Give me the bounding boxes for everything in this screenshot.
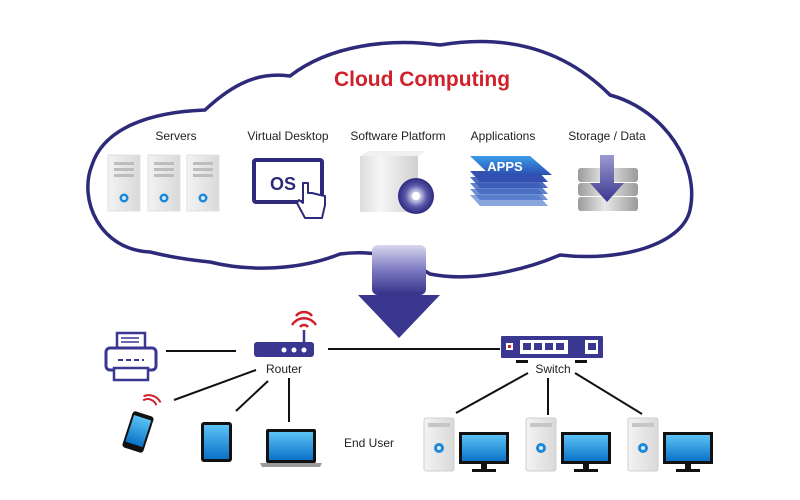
service-label-servers: Servers [155, 129, 196, 143]
pointing-hand-icon [296, 182, 326, 219]
apps-stack-icon: APPS [470, 156, 552, 206]
service-label-software-platform: Software Platform [350, 129, 445, 143]
laptop-icon [260, 429, 322, 467]
wifi-icon [290, 316, 318, 326]
tablet-icon [201, 422, 232, 462]
router-label: Router [266, 362, 302, 376]
os-text: OS [270, 174, 296, 194]
link-switch-pc1 [455, 372, 529, 414]
link-switch-pc3 [574, 372, 643, 415]
server-unit [107, 154, 141, 212]
link-router-tablet [235, 380, 269, 412]
network-links [166, 348, 643, 422]
desktop-computer-icon [627, 417, 713, 472]
service-label-storage-data: Storage / Data [568, 129, 646, 143]
apps-text: APPS [487, 159, 523, 174]
cloud-to-network-arrow-icon [358, 245, 440, 338]
diagram-title: Cloud Computing [334, 68, 510, 91]
switch-icon [501, 336, 603, 363]
server-unit [147, 154, 181, 212]
wifi-icon [142, 398, 158, 406]
service-label-applications: Applications [471, 129, 536, 143]
desktop-computer-icon [525, 417, 611, 472]
end-user-label: End User [344, 436, 394, 450]
software-box-disc-icon [360, 151, 434, 214]
switch-label: Switch [535, 362, 570, 376]
desktop-computer-icon [423, 417, 509, 472]
service-label-virtual-desktop: Virtual Desktop [247, 129, 328, 143]
server-unit [186, 154, 220, 212]
storage-download-icon [578, 155, 638, 211]
download-arrow-icon [590, 155, 624, 202]
smartphone-icon [122, 394, 162, 453]
router-icon [254, 310, 318, 357]
link-router-phone [173, 369, 257, 401]
server-rack-icon [107, 154, 220, 212]
os-touch-screen-icon: OS [252, 158, 326, 219]
printer-icon [104, 331, 158, 382]
